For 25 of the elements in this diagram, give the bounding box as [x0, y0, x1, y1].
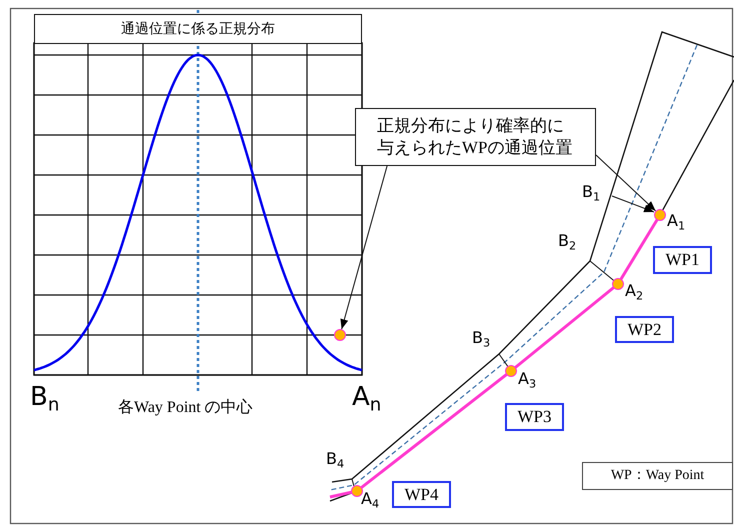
point-label: B$_{1}$ — [582, 184, 600, 203]
point-label: B$_{2}$ — [558, 233, 576, 252]
point-marker — [612, 278, 624, 290]
point-label: B$_{4}$ — [326, 451, 344, 470]
waypoint-box: WP3 — [505, 403, 564, 431]
point-label: A$_{2}$ — [625, 283, 644, 302]
leader-arrow — [340, 166, 388, 330]
point-marker — [505, 365, 517, 377]
point-label: A$_{1}$ — [667, 213, 686, 232]
point-label: A$_{4}$ — [361, 491, 380, 510]
point-marker — [334, 329, 346, 341]
axis-center-label: 各Way Point の中心 — [118, 400, 253, 416]
waypoint-box: WP1 — [653, 246, 712, 274]
point-label: A$_{3}$ — [518, 371, 536, 390]
chart-title-box: 通過位置に係る正規分布 — [34, 14, 362, 44]
axis-end-label: A$_{n}$ — [352, 384, 382, 415]
waypoint-box: WP4 — [392, 481, 451, 508]
legend-box: WP：Way Point — [582, 462, 733, 490]
point-marker — [351, 485, 363, 497]
point-marker — [654, 209, 666, 221]
point-label: B$_{3}$ — [472, 330, 490, 349]
callout-box: 正規分布により確率的に与えられたWPの通過位置 — [355, 108, 596, 166]
axis-end-label: B$_{n}$ — [30, 384, 60, 415]
waypoint-box: WP2 — [615, 316, 674, 343]
leader-arrow — [596, 154, 656, 212]
